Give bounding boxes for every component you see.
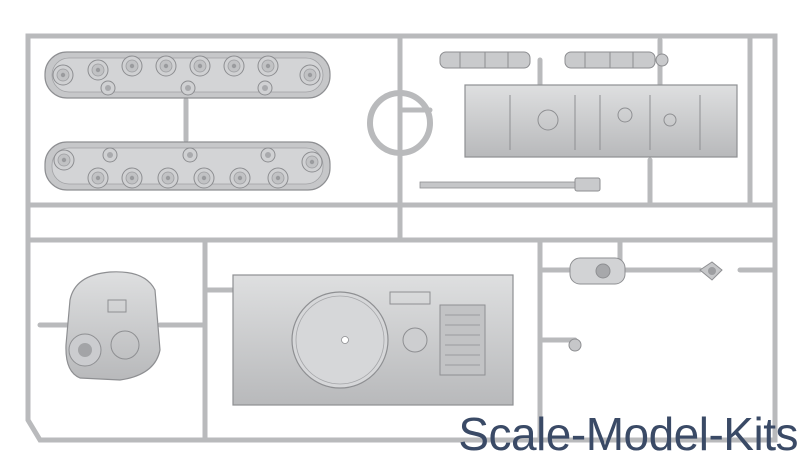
track-assembly-bottom — [44, 141, 331, 191]
sprue-ring — [367, 90, 433, 156]
watermark-text: Scale-Model-Kits — [458, 408, 798, 460]
small-parts-right — [568, 257, 723, 352]
cylinder-parts — [439, 51, 669, 69]
turret — [65, 271, 161, 381]
sprue-frame — [25, 33, 778, 443]
hull-bottom-plate — [464, 84, 738, 158]
track-assembly-top — [44, 51, 331, 99]
gun-barrel — [419, 177, 601, 192]
hull-top — [232, 274, 514, 406]
